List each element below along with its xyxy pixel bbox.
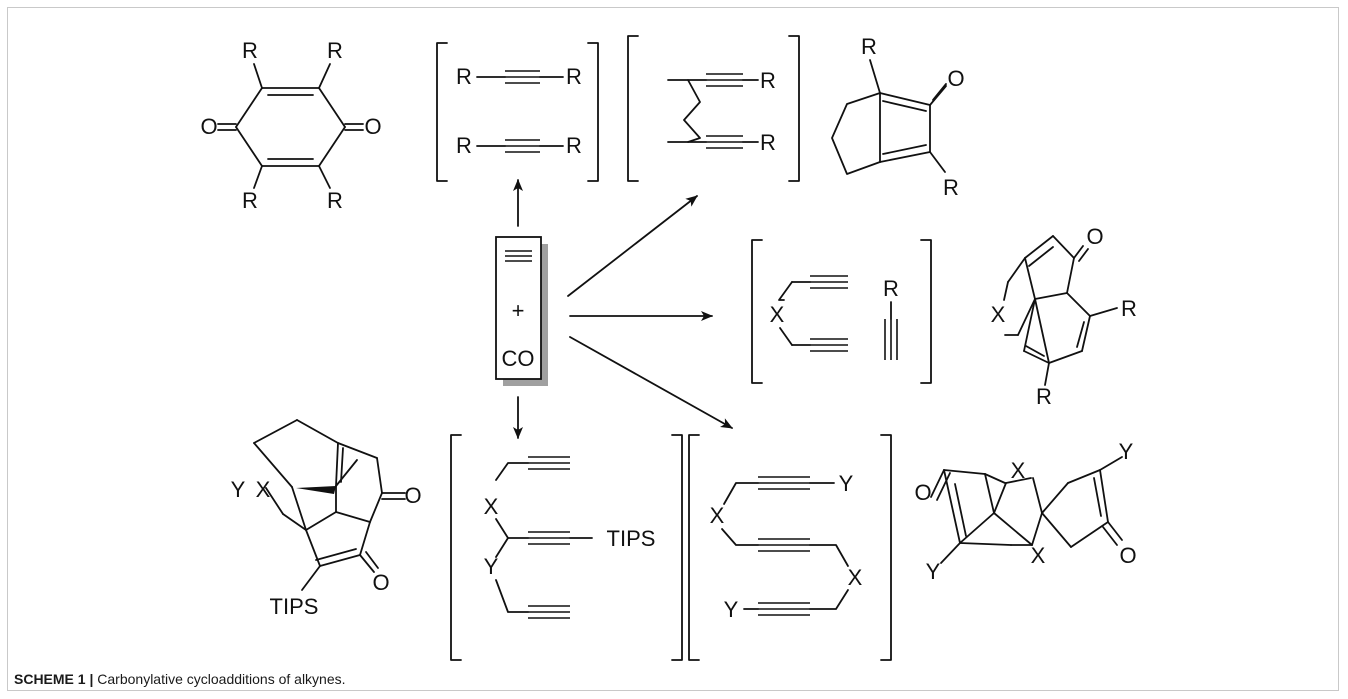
svg-text:R: R xyxy=(327,188,343,213)
svg-text:Y: Y xyxy=(484,554,499,579)
svg-text:R: R xyxy=(242,188,258,213)
svg-text:R: R xyxy=(456,133,472,158)
svg-text:X: X xyxy=(1011,458,1026,483)
svg-text:R: R xyxy=(456,64,472,89)
svg-text:TIPS: TIPS xyxy=(607,526,656,551)
svg-text:Y: Y xyxy=(839,471,854,496)
svg-text:O: O xyxy=(200,114,217,139)
svg-text:TIPS: TIPS xyxy=(270,594,319,619)
svg-text:Y: Y xyxy=(724,597,739,622)
svg-text:R: R xyxy=(861,34,877,59)
svg-text:X: X xyxy=(991,302,1006,327)
svg-text:O: O xyxy=(914,480,931,505)
svg-text:R: R xyxy=(760,68,776,93)
bicyclic-cyclopentadienone-product: R O R xyxy=(831,34,965,200)
diyne-intermediate: R R xyxy=(627,35,800,182)
svg-text:R: R xyxy=(566,133,582,158)
svg-text:O: O xyxy=(364,114,381,139)
carbon-monoxide-label: CO xyxy=(502,346,535,371)
figure-caption: SCHEME 1 | Carbonylative cycloadditions … xyxy=(14,671,346,687)
arrow-upper-right xyxy=(567,195,698,297)
svg-text:O: O xyxy=(1119,543,1136,568)
svg-text:R: R xyxy=(1121,296,1137,321)
svg-text:R: R xyxy=(883,276,899,301)
benzoquinone-product: O O R R R R xyxy=(200,38,381,213)
tips-triyne-intermediate: X TIPS Y xyxy=(450,434,683,661)
svg-text:Y: Y xyxy=(1119,439,1134,464)
svg-text:O: O xyxy=(372,570,389,595)
svg-text:X: X xyxy=(848,565,863,590)
reaction-arrows xyxy=(513,179,733,439)
dimeric-cyclopentenone-product: O X Y Y X O xyxy=(914,439,1136,584)
svg-text:R: R xyxy=(943,175,959,200)
svg-text:R: R xyxy=(242,38,258,63)
tetrayne-intermediate: Y X X Y xyxy=(688,434,892,661)
two-alkynes-intermediate: R R R R xyxy=(436,42,599,182)
svg-text:X: X xyxy=(256,477,271,502)
svg-text:O: O xyxy=(404,483,421,508)
svg-text:Y: Y xyxy=(231,477,246,502)
svg-text:O: O xyxy=(1086,224,1103,249)
diyne-alkyne-intermediate: X R xyxy=(751,239,932,384)
svg-text:X: X xyxy=(1031,543,1046,568)
alkyne-symbol xyxy=(505,250,532,262)
reactant-box: + CO xyxy=(495,236,548,386)
plus-sign: + xyxy=(512,298,525,323)
tricyclic-enone-product: O X R R xyxy=(991,224,1137,409)
svg-text:Y: Y xyxy=(926,559,941,584)
svg-text:R: R xyxy=(566,64,582,89)
svg-text:R: R xyxy=(327,38,343,63)
svg-text:X: X xyxy=(710,503,725,528)
svg-text:R: R xyxy=(760,130,776,155)
caption-label: SCHEME 1 | xyxy=(14,671,94,687)
svg-text:R: R xyxy=(1036,384,1052,409)
figure-frame xyxy=(7,7,1339,691)
svg-text:X: X xyxy=(770,302,785,327)
tips-polycyclic-product: O O Y X TIPS xyxy=(231,419,422,619)
arrow-lower-right xyxy=(569,336,733,429)
svg-text:X: X xyxy=(484,494,499,519)
caption-text: Carbonylative cycloadditions of alkynes. xyxy=(97,671,346,687)
svg-text:O: O xyxy=(947,66,964,91)
